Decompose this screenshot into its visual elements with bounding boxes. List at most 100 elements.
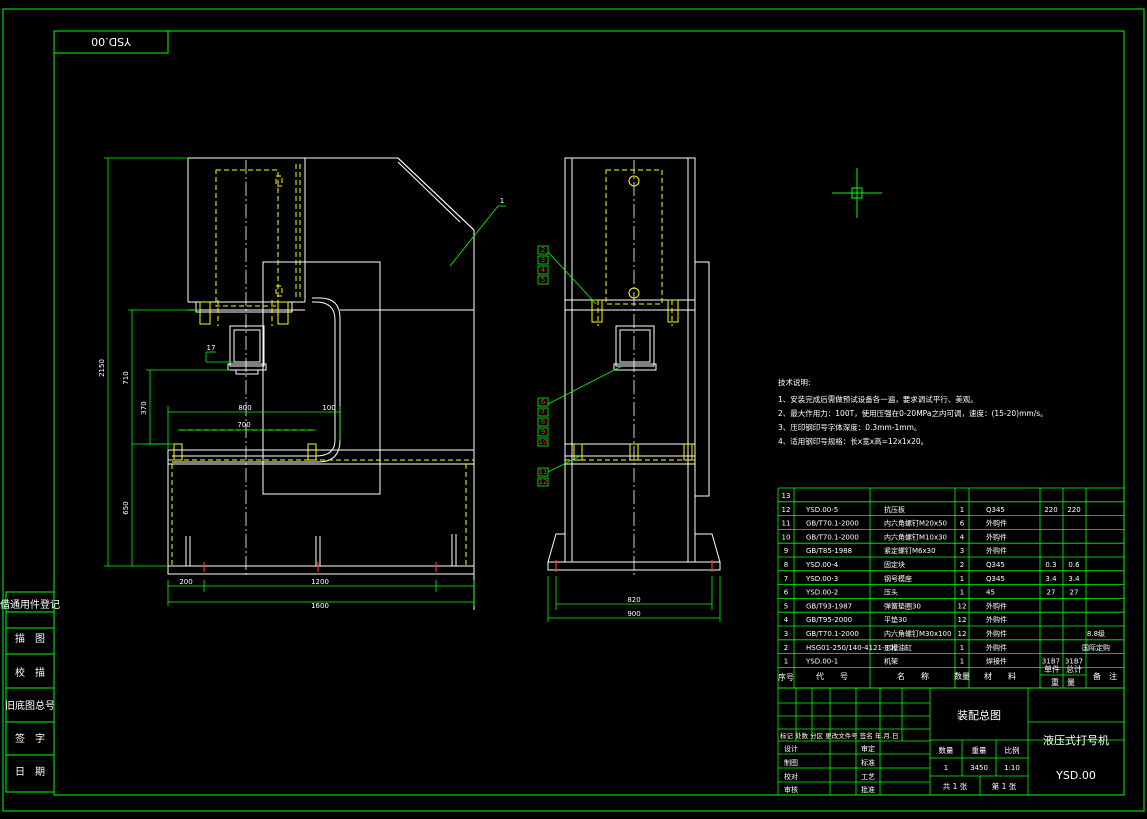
bom-cell: 10 (782, 533, 791, 541)
scale-label: 比例 (1005, 745, 1020, 755)
bom-cell: YSD.00-3 (805, 575, 838, 583)
role-drawing: 制图 (784, 758, 798, 767)
leader-4: 4 (541, 266, 546, 274)
bom-cell: YSD.00-1 (805, 658, 838, 666)
bom-cell: 6 (960, 520, 965, 528)
bom-header-material: 材 料 (984, 671, 1016, 681)
role-approve: 审定 (861, 744, 875, 753)
side-dimension-text: 2 3 4 5 6 7 8 9 10 11 12 (539, 246, 548, 486)
bom-cell: 3 (960, 547, 964, 555)
drawing-number: YSD.00 (1055, 769, 1096, 782)
role-review: 审核 (784, 785, 798, 794)
front-view: 2150 710 370 650 800 100 700 200 1200 16… (98, 157, 506, 610)
bom-cell: Q345 (986, 575, 1005, 583)
dim-1600: 1600 (311, 602, 329, 610)
bom-cell: 31B7 (1042, 658, 1060, 666)
dim-100: 100 (322, 404, 335, 412)
bom-cell: 220 (1044, 506, 1057, 514)
weight-value: 3450 (970, 764, 988, 772)
qty-label: 数量 (939, 745, 954, 755)
qty-value: 1 (944, 764, 948, 772)
bom-cell: 外购件 (986, 546, 1007, 555)
dim-900: 900 (627, 610, 640, 618)
dim-200: 200 (179, 578, 192, 586)
notes-line-2: 2、最大作用力：100T，使用压强在0-20MPa之内可调，速度：(15-20)… (778, 408, 1048, 418)
bom-cell: 外购件 (986, 519, 1007, 528)
bom-cell: 内六角螺钉M30x100 (884, 629, 951, 638)
bom-header: 序号 代 号 名 称 数量 材 料 单件 总计 重 量 备 注 (778, 664, 1117, 687)
bom-cell: 4 (960, 533, 965, 541)
left-label-1: 借通用件登记 (0, 598, 60, 611)
drawing-name: 装配总图 (957, 708, 1001, 722)
bom-cell: GB/T70.1-2000 (806, 630, 859, 638)
bom-header-weight: 重 量 (1051, 677, 1075, 687)
leader-3: 3 (541, 256, 545, 264)
bom-cell: 13 (782, 492, 791, 500)
notes-line-3: 3、压印钢印号字体深度：0.3mm-1mm。 (778, 422, 921, 432)
side-red-marks (555, 560, 713, 572)
bom-cell: 1 (784, 658, 788, 666)
bom-cell: 1 (960, 589, 964, 597)
bom-cell: 27 (1070, 589, 1079, 597)
bom-cell: 12 (958, 602, 967, 610)
front-dimension-lines (104, 157, 506, 606)
bom-cell: 1 (960, 658, 964, 666)
bom-header-name: 名 称 (897, 671, 929, 681)
revision-header: 标记 处数 分区 更改文件号 签名 年.月.日 (780, 731, 898, 740)
bom-header-qty: 数量 (954, 671, 970, 681)
bom-cell: 机架 (884, 657, 898, 666)
bom-cell: 1 (960, 506, 964, 514)
bom-cell: 外购件 (986, 643, 1007, 652)
bom-cell: GB/T93-1987 (806, 602, 852, 610)
bom-header-unit: 单件 (1044, 664, 1060, 674)
front-hardware (173, 301, 317, 461)
leader-9: 9 (541, 428, 545, 436)
bom-cell: 31B7 (1065, 658, 1083, 666)
title-block-grid (777, 687, 1125, 796)
scale-value: 1:10 (1004, 764, 1020, 772)
bom-cell: 外购件 (986, 629, 1007, 638)
bom-cell: Q345 (986, 506, 1005, 514)
leader-8: 8 (541, 418, 545, 426)
bom-cell: 6 (784, 589, 789, 597)
sheets-total: 共 1 张 (943, 782, 968, 791)
bom-cell: 11 (782, 520, 791, 528)
dim-370: 370 (140, 401, 148, 414)
bom-cell: GB/T85-1988 (806, 547, 852, 555)
leader-17: 17 (207, 344, 216, 352)
front-outline (167, 157, 475, 610)
bom-cell: Q345 (986, 561, 1005, 569)
leader-1: 1 (500, 197, 504, 205)
bom-cell: 7 (784, 575, 788, 583)
bom-cell: GB/T95-2000 (806, 616, 852, 624)
role-standard: 标准 (861, 758, 875, 767)
dim-800: 800 (238, 404, 251, 412)
bom-cell: 9 (784, 547, 788, 555)
left-label-5: 签 字 (15, 732, 45, 745)
bom-cell: 国际定购 (1082, 643, 1110, 652)
leader-2: 2 (541, 246, 545, 254)
bom-cell: 固定块 (884, 560, 905, 569)
front-red-marks (203, 562, 437, 572)
side-hardware (573, 175, 693, 461)
dim-650: 650 (122, 501, 130, 514)
bom-cell: 外购件 (986, 532, 1007, 541)
bom-cell: 1 (960, 575, 964, 583)
dim-700: 700 (237, 421, 250, 429)
weight-label: 重量 (972, 746, 987, 755)
bom-cell: YSD.00-2 (805, 589, 838, 597)
leader-10: 10 (539, 438, 548, 446)
bom-cell: 2 (960, 561, 964, 569)
role-design: 设计 (784, 744, 798, 753)
left-label-6: 日 期 (15, 766, 45, 778)
bom-cell: 压头 (884, 588, 898, 597)
bom-cell: 内六角螺钉M10x30 (884, 532, 947, 541)
frame-lines (2, 8, 1145, 812)
left-label-3: 校 描 (15, 666, 45, 679)
dim-2150: 2150 (98, 359, 106, 377)
bom-cell: 弹簧垫圈30 (884, 601, 921, 610)
